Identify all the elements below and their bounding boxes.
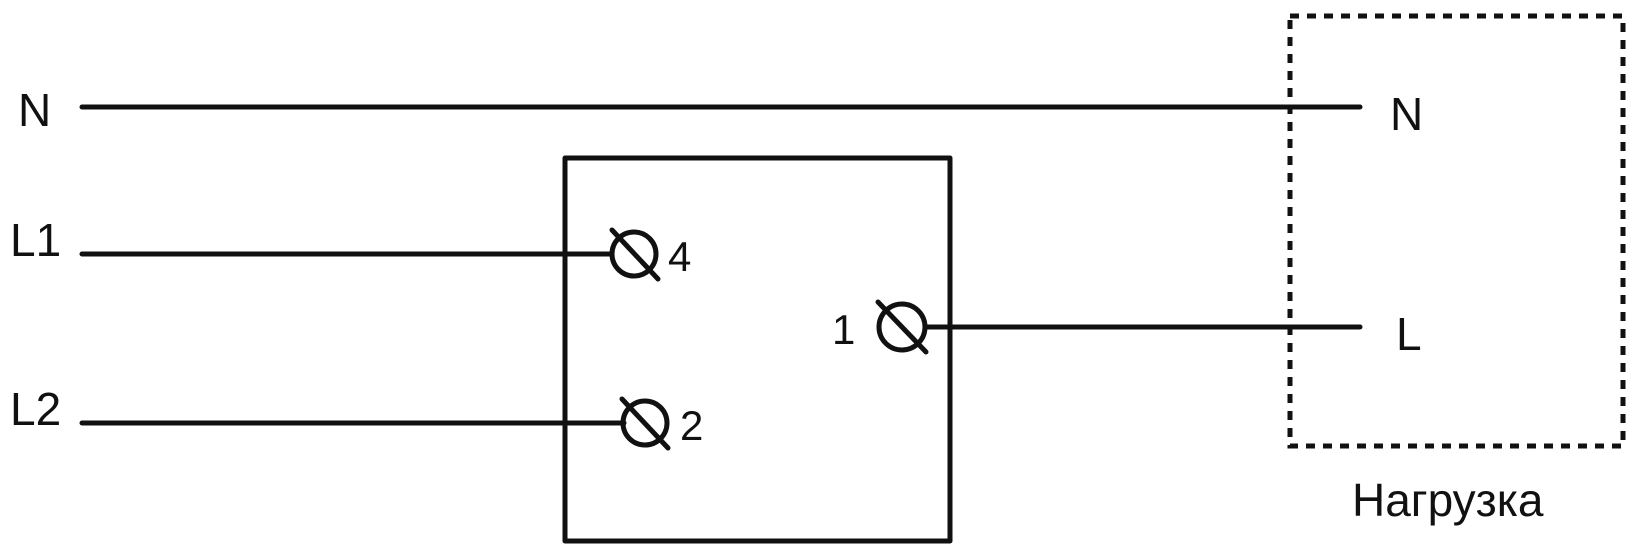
terminal-2-label: 2 <box>680 402 703 449</box>
label-line-load: L <box>1396 308 1422 360</box>
terminal-4-label: 4 <box>668 233 691 280</box>
label-neutral-supply: N <box>18 84 51 136</box>
label-line2-supply: L2 <box>10 383 61 435</box>
label-line1-supply: L1 <box>10 214 61 266</box>
terminal-1-label: 1 <box>832 306 855 353</box>
load-caption: Нагрузка <box>1352 474 1544 526</box>
terminal-2 <box>619 396 671 451</box>
load-frame <box>1287 13 1626 449</box>
switch-box <box>562 155 953 544</box>
label-neutral-load: N <box>1390 88 1423 140</box>
terminal-1 <box>875 299 929 355</box>
terminal-4 <box>609 227 661 282</box>
